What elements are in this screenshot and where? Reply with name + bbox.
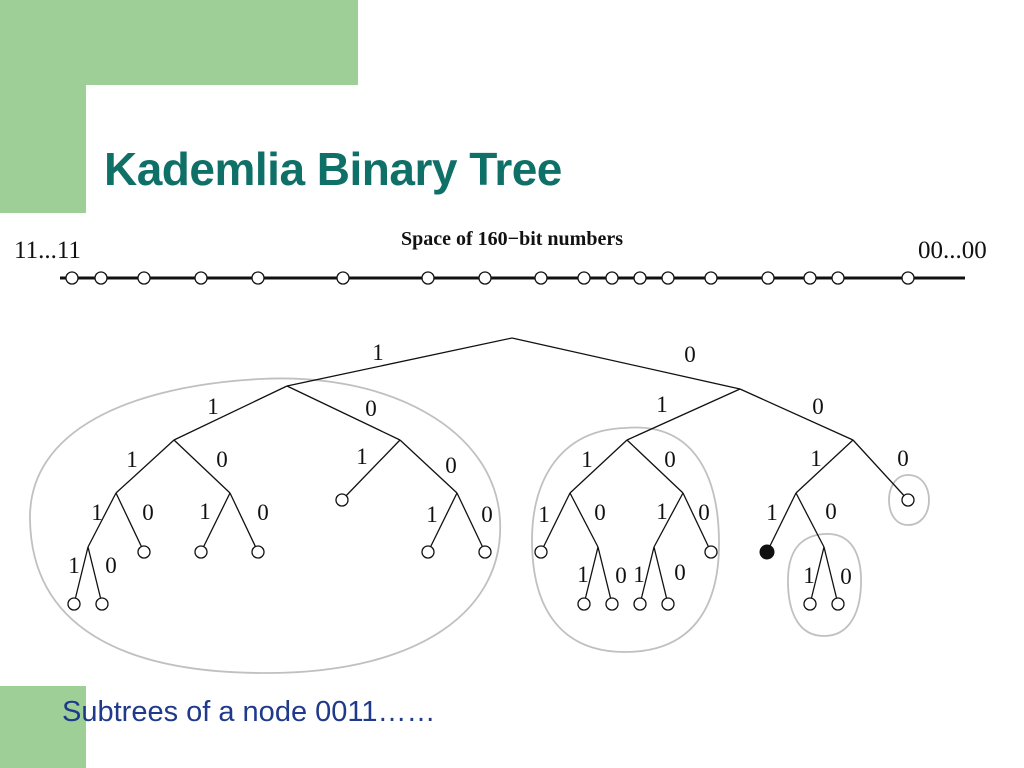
- edge-label: 0: [445, 453, 457, 478]
- number-line-node: [336, 271, 350, 285]
- tree-leaf: [661, 597, 675, 611]
- edge-label: 0: [674, 560, 686, 585]
- edge-label: 0: [594, 500, 606, 525]
- edge-label: 0: [615, 563, 627, 588]
- edge-labels: 1 0 1 0 1 0 1 0 1 0 1 0 1 0 1 0 1 0 1 0 …: [68, 340, 909, 589]
- edge-label: 1: [372, 340, 384, 365]
- kademlia-tree-diagram: Space of 160−bit numbers 11...11 00...00: [14, 228, 987, 674]
- edge-label: 0: [698, 500, 710, 525]
- number-line-node: [577, 271, 591, 285]
- tree-leaf: [194, 545, 208, 559]
- tree-leaf: [605, 597, 619, 611]
- slide-title: Kademlia Binary Tree: [104, 143, 562, 195]
- tree-leaf: [251, 545, 265, 559]
- tree-edges: [73, 337, 909, 605]
- subtree-outline-000: [888, 474, 930, 526]
- tree-leaf: [803, 597, 817, 611]
- number-line-node: [137, 271, 151, 285]
- number-line-node: [478, 271, 492, 285]
- tree-leaf: [831, 597, 845, 611]
- subtree-outlines: [29, 377, 930, 674]
- number-line-node: [831, 271, 845, 285]
- edge-label: 0: [684, 342, 696, 367]
- number-line-node: [251, 271, 265, 285]
- edge-label: 0: [216, 447, 228, 472]
- edge-label: 1: [766, 500, 778, 525]
- tree-leaf: [67, 597, 81, 611]
- edge-label: 1: [207, 394, 219, 419]
- tree-leaf: [421, 545, 435, 559]
- edge-label: 0: [481, 502, 493, 527]
- edge-label: 1: [91, 500, 103, 525]
- number-line-node: [633, 271, 647, 285]
- edge-label: 0: [812, 394, 824, 419]
- edge-label: 1: [633, 562, 645, 587]
- edge-label: 1: [577, 562, 589, 587]
- edge-label: 1: [538, 502, 550, 527]
- decor-green-top-band: [0, 0, 358, 85]
- edge-label: 1: [68, 553, 80, 578]
- tree-leaf: [534, 545, 548, 559]
- number-line-node: [421, 271, 435, 285]
- tree-leaf: [137, 545, 151, 559]
- number-line-node: [901, 271, 915, 285]
- tree-leaf: [335, 493, 349, 507]
- edge-label: 1: [199, 499, 211, 524]
- decor-green-left-band: [0, 85, 86, 213]
- title-card: [86, 85, 386, 213]
- number-line-node: [605, 271, 619, 285]
- number-line-node: [661, 271, 675, 285]
- number-line-node: [94, 271, 108, 285]
- edge-label: 0: [105, 553, 117, 578]
- tree-leaf: [901, 493, 915, 507]
- edge-label: 1: [126, 447, 138, 472]
- tree-leaf: [95, 597, 109, 611]
- edge-label: 1: [656, 392, 668, 417]
- edge-label: 1: [581, 447, 593, 472]
- tree-leaves: [67, 493, 915, 611]
- edge-label: 0: [825, 499, 837, 524]
- tree-leaf: [704, 545, 718, 559]
- edge-label: 1: [656, 499, 668, 524]
- number-line-node: [704, 271, 718, 285]
- edge-label: 1: [810, 446, 822, 471]
- highlighted-node-0011: [759, 544, 775, 560]
- subtree-outline-01: [531, 426, 720, 653]
- edge-label: 1: [803, 563, 815, 588]
- edge-label: 0: [840, 564, 852, 589]
- edge-label: 0: [664, 447, 676, 472]
- number-line-title: Space of 160−bit numbers: [401, 228, 623, 250]
- number-line-node: [534, 271, 548, 285]
- edge-label: 0: [365, 396, 377, 421]
- number-line-node: [194, 271, 208, 285]
- subtree-outline-0010: [787, 533, 862, 637]
- number-line-node: [65, 271, 79, 285]
- tree-leaf: [633, 597, 647, 611]
- number-line: Space of 160−bit numbers 11...11 00...00: [14, 228, 987, 285]
- slide-caption: Subtrees of a node 0011……: [62, 696, 436, 728]
- tree-leaf: [577, 597, 591, 611]
- number-line-node: [803, 271, 817, 285]
- edge-label: 0: [897, 446, 909, 471]
- number-line-left-label: 11...11: [14, 237, 81, 264]
- edge-label: 1: [356, 444, 368, 469]
- number-line-right-label: 00...00: [918, 237, 987, 264]
- subtree-outline-1: [29, 377, 501, 674]
- tree-leaf: [478, 545, 492, 559]
- edge-label: 0: [142, 500, 154, 525]
- edge-label: 0: [257, 500, 269, 525]
- edge-label: 1: [426, 502, 438, 527]
- decor-green-bottom-band: [0, 686, 86, 768]
- number-line-node: [761, 271, 775, 285]
